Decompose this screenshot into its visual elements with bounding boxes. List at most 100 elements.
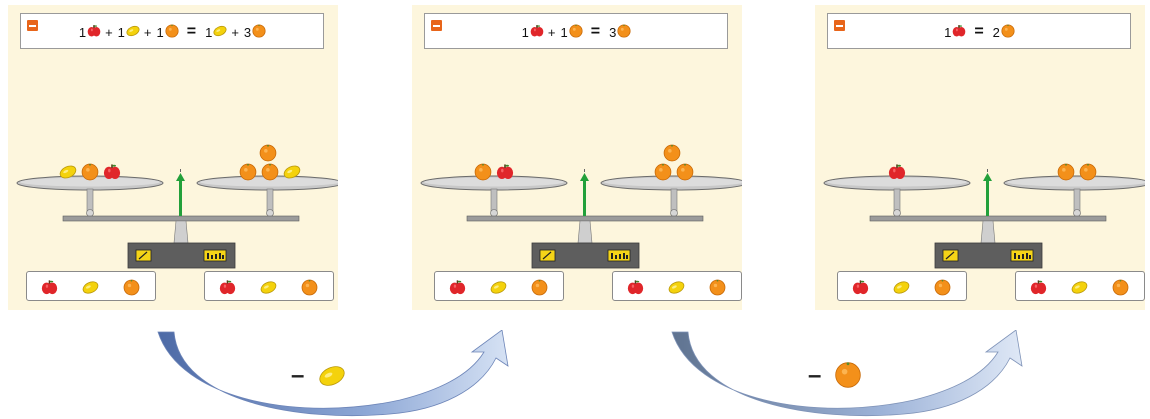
orange-icon[interactable] <box>261 163 279 181</box>
beam <box>466 215 704 222</box>
minus-icon[interactable] <box>431 20 442 31</box>
orange-icon <box>1001 23 1015 41</box>
balance-needle <box>983 169 992 216</box>
apple-icon[interactable] <box>41 279 58 301</box>
equation-box: 1 = 2 <box>827 13 1131 49</box>
lemon-icon[interactable] <box>893 279 910 301</box>
plus-sign: + <box>231 24 239 40</box>
curved-arrow-2 <box>671 330 1023 417</box>
apple-icon <box>87 24 101 41</box>
orange-icon[interactable] <box>709 279 726 301</box>
orange-icon[interactable] <box>259 144 277 162</box>
term-count: 1 <box>205 24 213 40</box>
term-count: 1 <box>156 24 164 40</box>
right-pan <box>1003 175 1145 191</box>
left-pan <box>823 175 971 191</box>
lemon-icon[interactable] <box>1071 279 1088 301</box>
orange-icon <box>835 362 861 388</box>
balance-scale <box>420 144 742 269</box>
lemon-icon[interactable] <box>282 164 302 181</box>
lemon-icon <box>126 24 140 41</box>
scale-panel-3: 1 = 2 <box>815 5 1145 310</box>
apple-icon[interactable] <box>449 279 466 301</box>
balance-scale <box>823 163 1145 269</box>
apple-icon[interactable] <box>852 279 869 301</box>
orange-icon[interactable] <box>654 163 672 181</box>
operation-sign: – <box>808 362 822 389</box>
equation: 1 +1 +1 =1 +3 <box>21 23 323 41</box>
apple-icon <box>952 24 966 41</box>
lemon-icon[interactable] <box>260 279 277 301</box>
orange-icon[interactable] <box>81 163 99 181</box>
weights-icon[interactable] <box>203 249 227 262</box>
apple-icon[interactable] <box>1030 279 1047 301</box>
term-count: 1 <box>117 24 125 40</box>
equals-sign: = <box>974 23 984 40</box>
right-fruit-tray <box>1015 271 1145 301</box>
orange-icon[interactable] <box>474 163 492 181</box>
minus-icon[interactable] <box>834 20 845 31</box>
lemon-icon[interactable] <box>58 164 78 181</box>
equation-box: 1 +1 = 3 <box>424 13 728 49</box>
orange-icon[interactable] <box>1079 163 1097 181</box>
orange-icon[interactable] <box>531 279 548 301</box>
left-fruit-tray <box>837 271 967 301</box>
left-fruit-tray <box>434 271 564 301</box>
apple-icon[interactable] <box>219 279 236 301</box>
term-count: 3 <box>609 24 617 40</box>
lemon-icon <box>319 366 345 386</box>
minus-icon[interactable] <box>27 20 38 31</box>
apple-icon[interactable] <box>103 164 121 180</box>
right-pan <box>196 175 338 191</box>
orange-icon <box>165 23 179 41</box>
apple-icon <box>530 24 544 41</box>
plus-sign: + <box>547 24 556 40</box>
term-count: 2 <box>992 24 1000 40</box>
apple-icon[interactable] <box>627 279 644 301</box>
orange-icon <box>252 23 266 41</box>
term-count: 1 <box>521 24 529 40</box>
weights-icon[interactable] <box>607 249 631 262</box>
orange-icon[interactable] <box>1112 279 1129 301</box>
term-count: 1 <box>560 24 568 40</box>
orange-icon <box>617 23 631 41</box>
orange-icon[interactable] <box>663 144 681 162</box>
equals-sign: = <box>186 23 197 40</box>
edit-icon[interactable] <box>135 249 152 262</box>
orange-icon[interactable] <box>676 163 694 181</box>
lemon-icon[interactable] <box>82 279 99 301</box>
orange-icon[interactable] <box>123 279 140 301</box>
orange-icon[interactable] <box>301 279 318 301</box>
beam <box>62 215 300 222</box>
right-pan <box>600 175 742 191</box>
equation: 1 = 2 <box>828 23 1130 41</box>
balance-needle <box>176 169 185 216</box>
plus-sign: + <box>143 24 152 40</box>
orange-icon[interactable] <box>934 279 951 301</box>
beam <box>869 215 1107 222</box>
lemon-icon <box>213 24 227 41</box>
apple-icon[interactable] <box>496 164 514 180</box>
equation: 1 +1 = 3 <box>425 23 727 41</box>
orange-icon[interactable] <box>1057 163 1075 181</box>
equals-sign: = <box>590 23 601 40</box>
plus-sign: + <box>105 24 113 40</box>
apple-icon[interactable] <box>888 164 906 180</box>
lemon-icon[interactable] <box>490 279 507 301</box>
right-fruit-tray <box>612 271 742 301</box>
edit-icon[interactable] <box>942 249 959 262</box>
weights-icon[interactable] <box>1010 249 1034 262</box>
right-fruit-tray <box>204 271 334 301</box>
lemon-icon[interactable] <box>668 279 685 301</box>
left-fruit-tray <box>26 271 156 301</box>
orange-icon[interactable] <box>239 163 257 181</box>
left-pan <box>16 175 164 191</box>
curved-arrow-1 <box>157 330 509 417</box>
scale-panel-2: 1 +1 = 3 <box>412 5 742 310</box>
balance-scale <box>16 144 338 269</box>
term-count: 3 <box>243 24 252 40</box>
term-count: 1 <box>944 24 952 40</box>
edit-icon[interactable] <box>539 249 556 262</box>
left-pan <box>420 175 568 191</box>
operation-sign: – <box>291 362 305 389</box>
